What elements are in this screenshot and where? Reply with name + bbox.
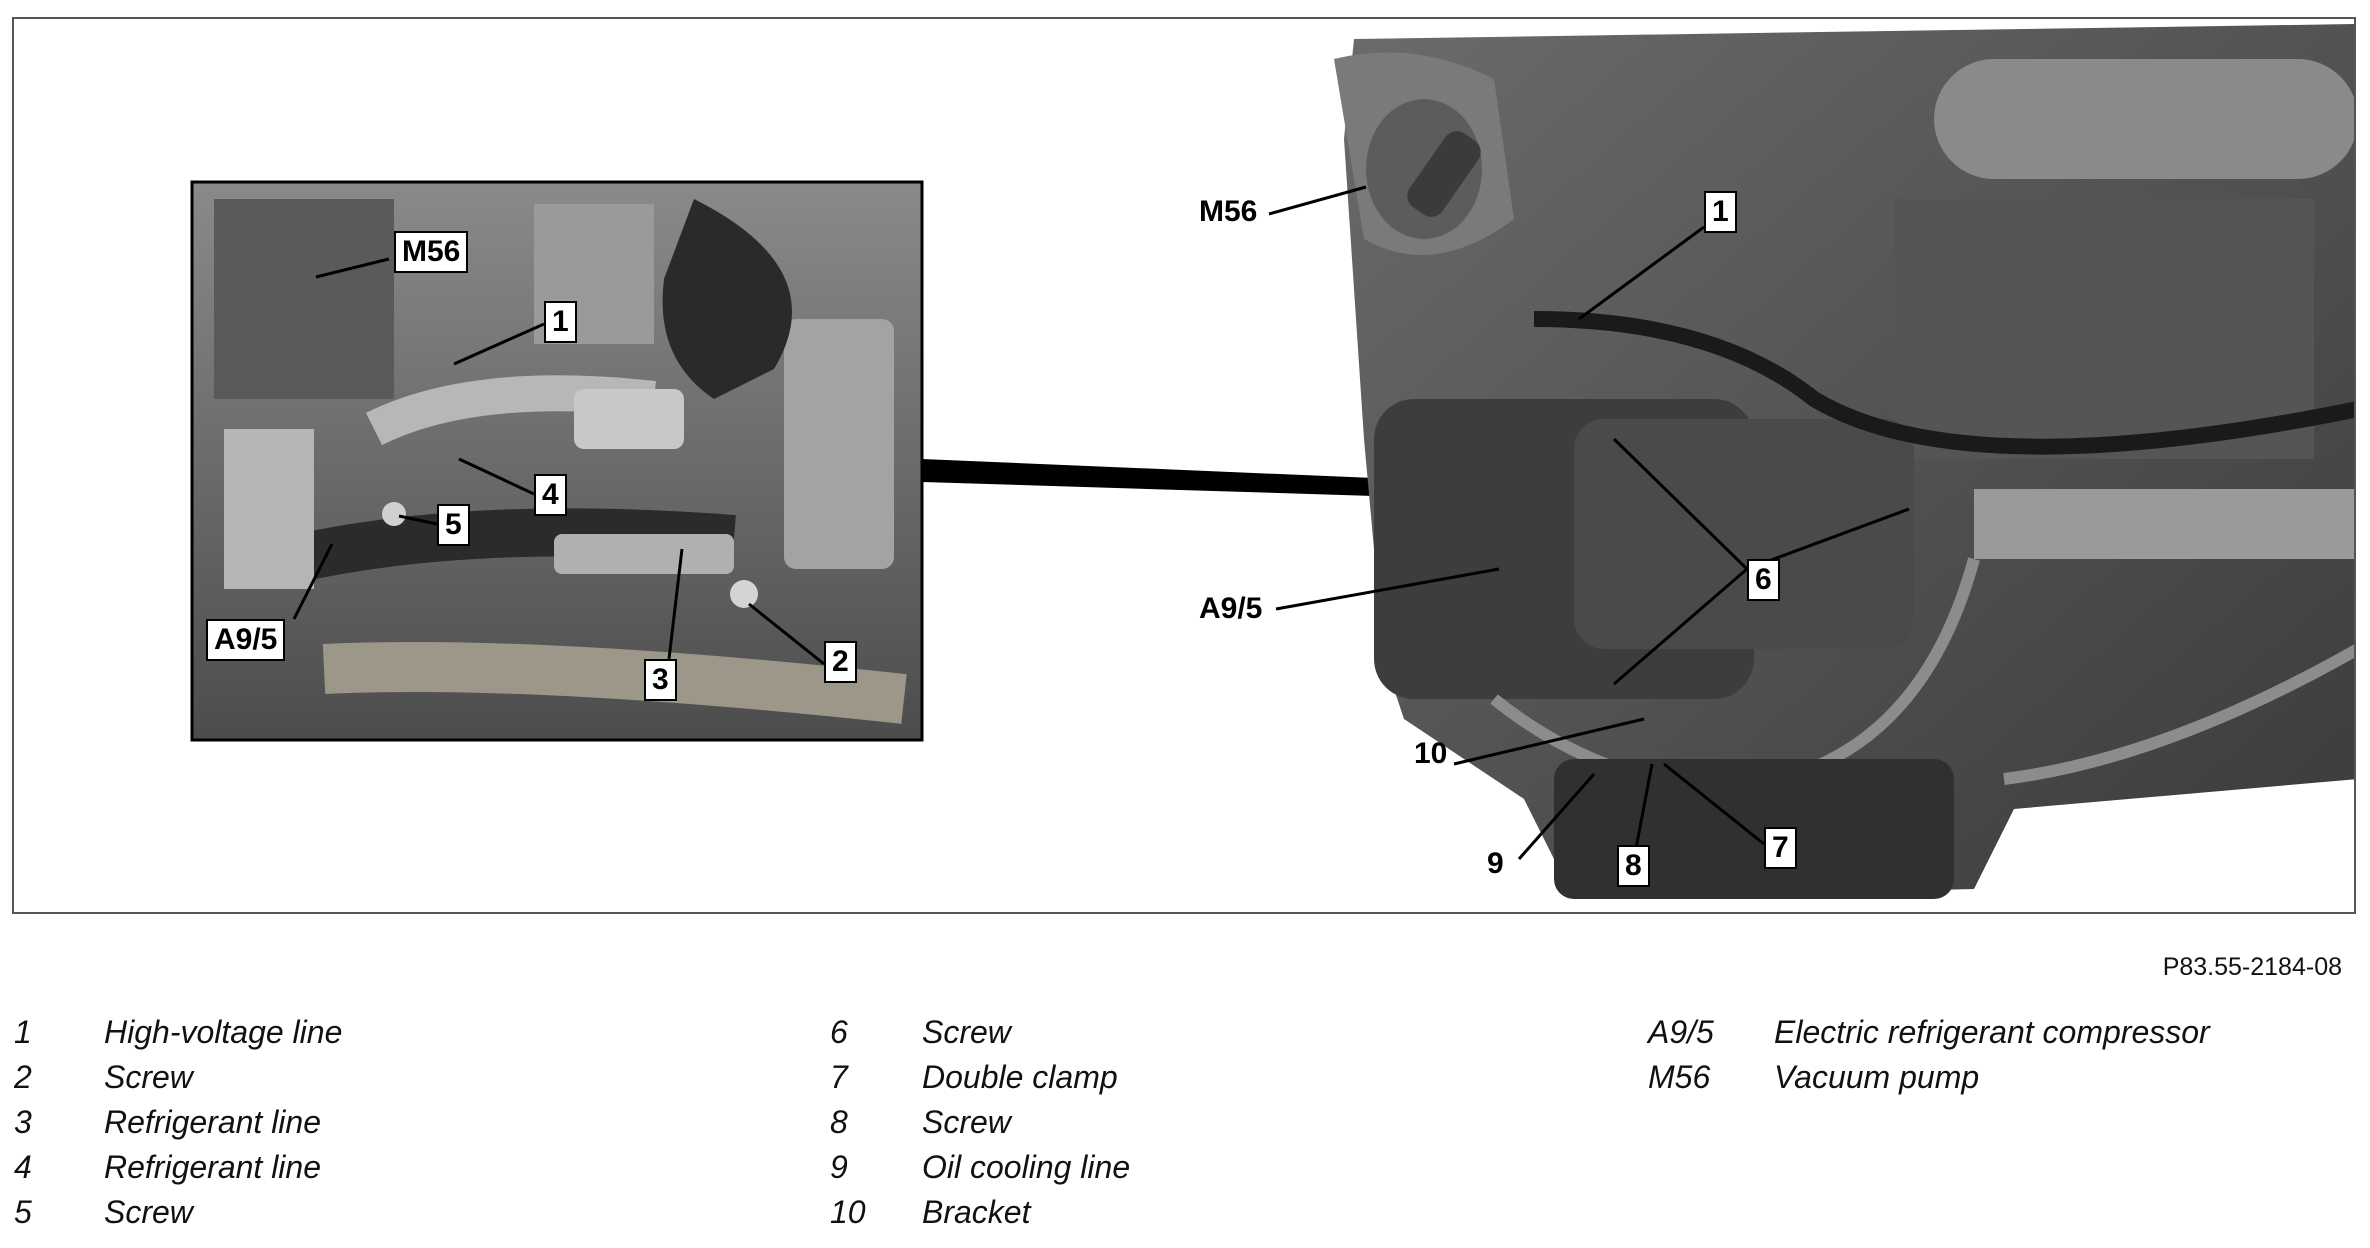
legend-item: 7 Double clamp xyxy=(830,1055,1130,1100)
legend-item-number: 6 xyxy=(830,1014,848,1050)
legend-item-label: Vacuum pump xyxy=(1774,1059,1980,1095)
legend-item-label: Bracket xyxy=(922,1194,1031,1230)
callout-10-main: 10 xyxy=(1414,737,1448,770)
callout-8-main: 8 xyxy=(1617,845,1650,887)
legend-item-label: Oil cooling line xyxy=(922,1149,1131,1185)
callout-m56-main: M56 xyxy=(1199,195,1258,228)
callout-4-inset: 4 xyxy=(534,474,567,516)
main-engine-view xyxy=(1334,24,2354,899)
legend-item-number: A9/5 xyxy=(1648,1014,1714,1050)
legend-item-number: 8 xyxy=(830,1104,848,1140)
callout-1-main: 1 xyxy=(1704,191,1737,233)
legend-item-number: 10 xyxy=(830,1194,866,1230)
callout-3-inset: 3 xyxy=(644,659,677,701)
legend-item-label: High-voltage line xyxy=(104,1014,343,1050)
legend-item: 5 Screw xyxy=(14,1190,342,1235)
figure-frame: M56 1 4 5 A9/5 3 2 M56 1 6 A9/5 10 9 8 7 xyxy=(12,17,2356,914)
legend-item-number: 7 xyxy=(830,1059,848,1095)
legend-item-number: 4 xyxy=(14,1149,32,1185)
legend-item-label: Screw xyxy=(104,1059,193,1095)
legend-item: 9 Oil cooling line xyxy=(830,1145,1130,1190)
legend-item-number: 3 xyxy=(14,1104,32,1140)
legend-item: 10 Bracket xyxy=(830,1190,1130,1235)
legend-item-label: Screw xyxy=(922,1014,1011,1050)
legend-item: 1 High-voltage line xyxy=(14,1010,342,1055)
figure-reference-code: P83.55-2184-08 xyxy=(2162,953,2342,981)
legend-item-label: Double clamp xyxy=(922,1059,1118,1095)
callout-1-inset: 1 xyxy=(544,301,577,343)
legend-item-label: Screw xyxy=(922,1104,1011,1140)
legend-item-number: M56 xyxy=(1648,1059,1711,1095)
legend-item-number: 9 xyxy=(830,1149,848,1185)
engine-illustration xyxy=(190,24,2354,899)
legend-item-label: Refrigerant line xyxy=(104,1104,321,1140)
callout-5-inset: 5 xyxy=(437,504,470,546)
callout-a9-5-main: A9/5 xyxy=(1199,592,1263,625)
legend-item: 6 Screw xyxy=(830,1010,1130,1055)
legend-item-label: Refrigerant line xyxy=(104,1149,321,1185)
callout-m56-inset: M56 xyxy=(394,231,469,273)
legend-item: M56 Vacuum pump xyxy=(1648,1055,2210,1100)
main-leader-lines xyxy=(1268,185,1910,860)
callout-6-main: 6 xyxy=(1747,559,1780,601)
callout-9-main: 9 xyxy=(1487,847,1504,880)
legend-item-label: Screw xyxy=(104,1194,193,1230)
legend-item-label: Electric refrigerant compressor xyxy=(1774,1014,2210,1050)
legend-item-number: 1 xyxy=(14,1014,32,1050)
legend-item: 3 Refrigerant line xyxy=(14,1100,342,1145)
legend-item-number: 5 xyxy=(14,1194,32,1230)
callout-a9-5-inset: A9/5 xyxy=(206,619,286,661)
legend-item: 4 Refrigerant line xyxy=(14,1145,342,1190)
legend-item-number: 2 xyxy=(14,1059,32,1095)
inset-leader-lines xyxy=(292,257,825,666)
legend-item: 8 Screw xyxy=(830,1100,1130,1145)
legend-item: 2 Screw xyxy=(14,1055,342,1100)
inset-detail-view xyxy=(190,180,924,742)
callout-2-inset: 2 xyxy=(824,641,857,683)
legend-item: A9/5 Electric refrigerant compressor xyxy=(1648,1010,2210,1055)
callout-7-main: 7 xyxy=(1764,827,1797,869)
